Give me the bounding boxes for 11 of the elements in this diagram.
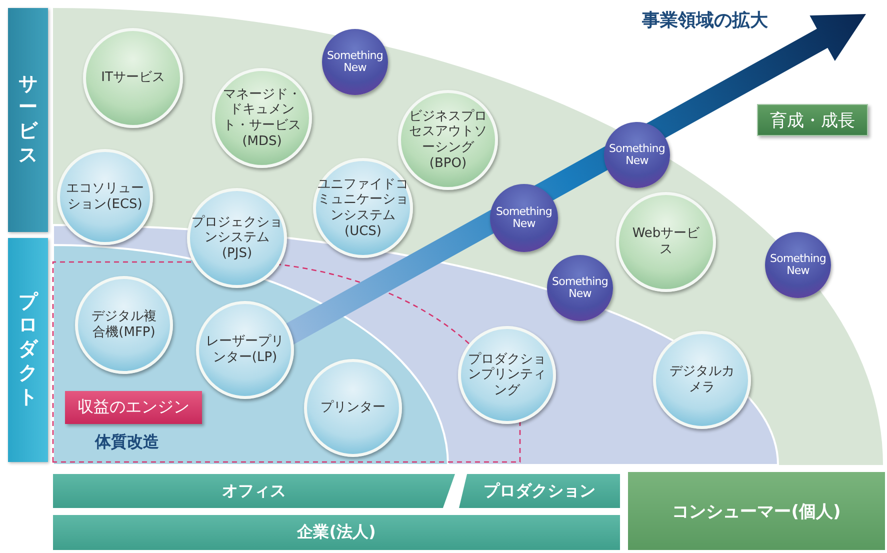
market-band: 企業(法人) bbox=[53, 515, 620, 550]
side-band: プロダクト bbox=[8, 238, 48, 462]
growth-box: 育成・成長 bbox=[757, 104, 868, 136]
new-circle: Something New bbox=[765, 232, 831, 298]
arrow-label: 事業領域の拡大 bbox=[642, 9, 768, 32]
market-band: プロダクション bbox=[459, 474, 620, 508]
caption: 体質改造 bbox=[95, 432, 159, 453]
engine-box: 収益のエンジン bbox=[65, 391, 202, 424]
market-band: コンシューマー(個人) bbox=[628, 472, 885, 550]
side-band: サービス bbox=[8, 8, 48, 232]
market-band: オフィス bbox=[53, 474, 455, 508]
